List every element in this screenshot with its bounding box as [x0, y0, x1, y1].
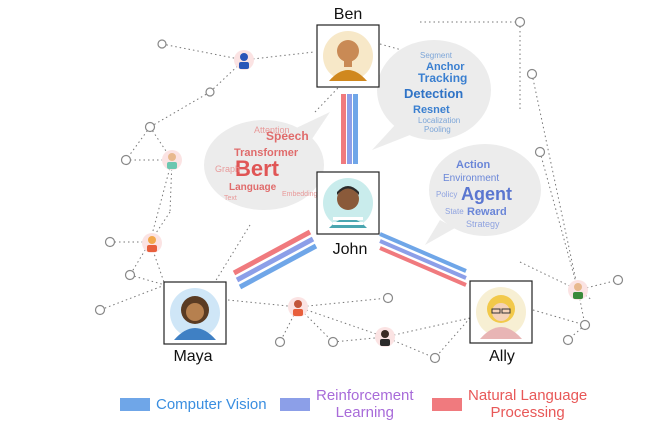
cloud-word: Pooling	[424, 125, 451, 134]
cloud-word: Embedding	[282, 191, 318, 198]
person-icon	[162, 150, 182, 170]
legend-reinforcement-learning: Reinforcement Learning	[280, 384, 414, 424]
legend-label-nlp-line2: Processing	[490, 404, 565, 421]
cloud-main-word: Bert	[235, 156, 280, 181]
legend-computer-vision: Computer Vision	[120, 384, 267, 424]
person-icon	[142, 233, 162, 253]
cloud-word: State	[445, 207, 464, 216]
maya-node	[163, 281, 227, 345]
legend-label-cv: Computer Vision	[156, 395, 267, 413]
cloud-word: Graph	[215, 164, 240, 174]
legend-swatch-cv	[120, 397, 150, 411]
person-icon	[568, 280, 588, 300]
cloud-word: Policy	[436, 190, 457, 199]
ally-label: Ally	[489, 348, 515, 365]
cloud-word: Reward	[467, 206, 507, 218]
network-edges	[99, 21, 619, 359]
cloud-word: Environment	[443, 173, 499, 184]
legend-label-nlp-line1: Natural Language	[468, 387, 588, 404]
maya-label: Maya	[173, 348, 212, 365]
cloud-word: Segment	[420, 51, 453, 60]
cloud-word: Speech	[266, 129, 309, 143]
nlp-word-cloud: Attention Speech Transformer Bert Graph …	[204, 112, 330, 210]
cloud-word: Tracking	[418, 71, 467, 85]
cloud-word: Detection	[404, 86, 463, 101]
cloud-word: Resnet	[413, 104, 450, 116]
legend-label-rl-line1: Reinforcement	[316, 387, 414, 404]
cloud-word: Transformer	[234, 147, 299, 159]
ben-john-link	[341, 94, 358, 164]
john-node	[316, 171, 380, 235]
cv-word-cloud: Segment Anchor Tracking Detection Resnet…	[372, 40, 491, 150]
legend-natural-language-processing: Natural Language Processing	[432, 384, 587, 424]
john-ally-link	[379, 232, 467, 287]
person-icon	[234, 50, 254, 70]
cloud-word: Action	[456, 159, 491, 171]
network-nodes	[94, 16, 624, 364]
cloud-word: Localization	[418, 116, 460, 125]
ben-label: Ben	[334, 6, 362, 23]
legend-label-rl-line2: Learning	[335, 404, 394, 421]
cloud-main-word: Agent	[461, 184, 512, 204]
person-icon	[288, 297, 308, 317]
ben-node	[316, 24, 380, 88]
cloud-word: Anchor	[426, 61, 465, 73]
legend-swatch-nlp	[432, 397, 462, 411]
cloud-word: Strategy	[466, 219, 500, 229]
john-maya-link	[232, 229, 318, 290]
person-icon	[375, 327, 395, 347]
rl-word-cloud: Action Environment Agent Policy Reward S…	[425, 144, 541, 245]
john-label: John	[333, 241, 368, 258]
minor-person-icons	[142, 50, 588, 347]
cloud-word: Language	[229, 182, 277, 193]
cloud-word: Text	[224, 195, 237, 202]
legend-swatch-rl	[280, 397, 310, 411]
cloud-word: Attention	[254, 125, 290, 135]
ally-node	[469, 280, 533, 344]
